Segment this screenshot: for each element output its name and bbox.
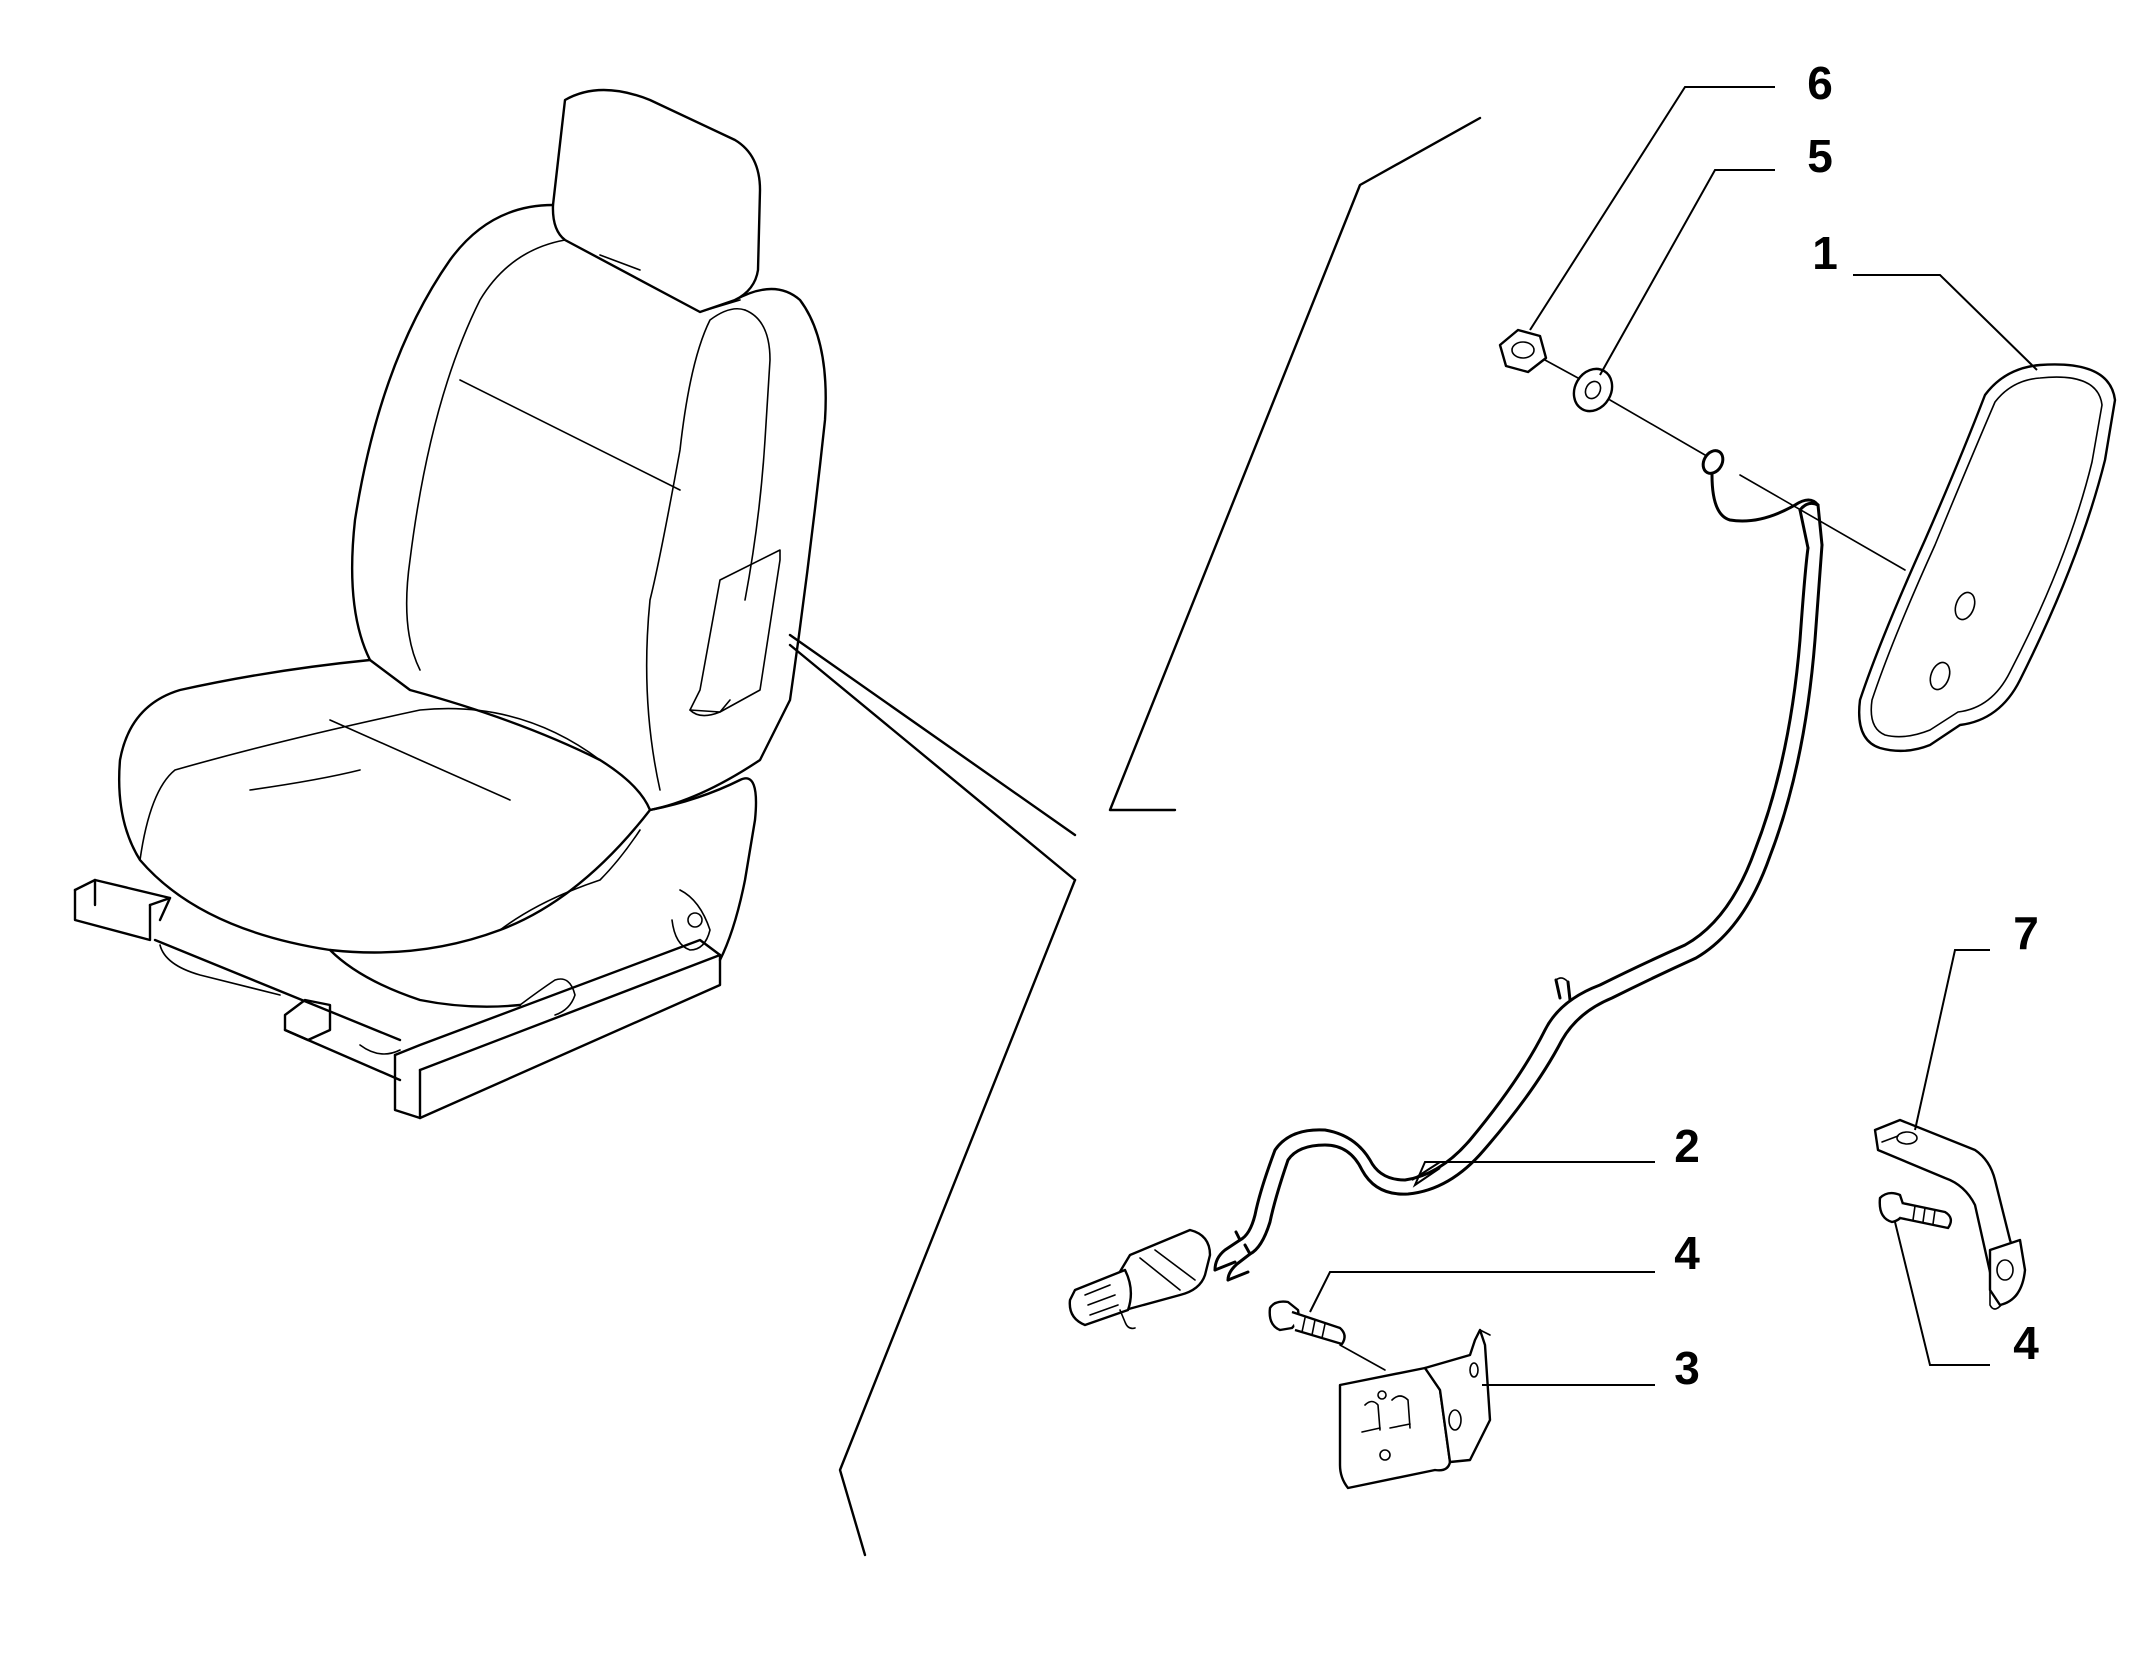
callout-4-right: 4 bbox=[2013, 1317, 2039, 1369]
seat-drawing bbox=[73, 88, 827, 1120]
callout-5: 5 bbox=[1807, 130, 1833, 182]
callout-4-left: 4 bbox=[1674, 1227, 1700, 1279]
part-6-nut bbox=[1498, 328, 1548, 374]
break-lines bbox=[788, 116, 1482, 1557]
callout-6: 6 bbox=[1807, 57, 1833, 109]
part-7-bracket bbox=[1873, 1118, 2027, 1310]
callout-1: 1 bbox=[1812, 227, 1838, 279]
callout-2: 2 bbox=[1674, 1120, 1700, 1172]
assembly-axis-line bbox=[1544, 359, 1906, 571]
part-4-bolt-right bbox=[1878, 1191, 1953, 1230]
part-4-bolt-left bbox=[1268, 1300, 1386, 1371]
callout-labels: 6 5 1 2 4 3 7 4 bbox=[1674, 57, 2039, 1394]
part-2-wiring-harness bbox=[1068, 449, 1824, 1330]
leader-lines bbox=[1309, 86, 2038, 1386]
part-5-washer bbox=[1572, 367, 1614, 413]
callout-7: 7 bbox=[2013, 907, 2039, 959]
part-1-airbag-module bbox=[1858, 363, 2117, 753]
part-3-bracket bbox=[1338, 1328, 1492, 1490]
callout-3: 3 bbox=[1674, 1342, 1700, 1394]
